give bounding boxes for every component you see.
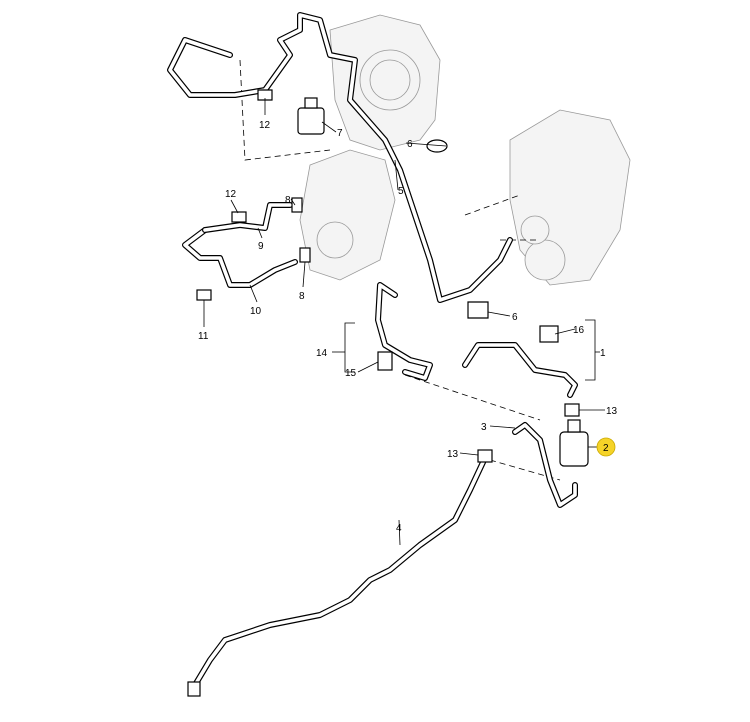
hose-3 (512, 422, 578, 508)
callout-6: 6 (407, 139, 413, 150)
callout-12: 12 (259, 120, 271, 131)
hose-14 (375, 282, 433, 381)
callout-13: 13 (447, 449, 459, 460)
callout-15: 15 (345, 368, 357, 379)
clamp-15 (377, 351, 393, 371)
throttle-body-ghost (329, 14, 441, 151)
callout-3: 3 (481, 422, 487, 433)
valve-2 (559, 419, 589, 467)
callout-10: 10 (250, 306, 262, 317)
callout-8: 8 (299, 291, 305, 302)
clamp-13a (564, 403, 580, 417)
hose-1 (462, 342, 578, 398)
connector-16 (539, 325, 559, 343)
callout-4: 4 (396, 523, 402, 534)
callout-2-highlight (596, 437, 616, 457)
callout-8: 8 (285, 195, 291, 206)
callout-12: 12 (225, 189, 237, 200)
line-4 (192, 455, 488, 688)
hose-upper-left (167, 12, 513, 303)
connector-8b (299, 247, 311, 263)
clamp-11 (196, 289, 212, 301)
callout-16: 16 (573, 325, 585, 336)
clamp-6b (467, 301, 489, 319)
callout-13: 13 (606, 406, 618, 417)
hose-left-9-10 (182, 202, 298, 288)
connector-4-end (187, 681, 201, 697)
callout-7: 7 (337, 128, 343, 139)
callout-6: 6 (512, 312, 518, 323)
turbo-right-ghost (509, 109, 631, 286)
turbo-left-ghost (299, 149, 396, 281)
clamp-12a (257, 89, 273, 101)
callout-1: 1 (600, 348, 606, 359)
callout-9: 9 (258, 241, 264, 252)
valve-7 (297, 97, 325, 135)
callout-2: 2 (603, 443, 609, 454)
clamp-12b (231, 211, 247, 223)
callout-11: 11 (198, 331, 209, 342)
clamp-6a (426, 139, 448, 153)
callout-14: 14 (316, 348, 328, 359)
connector-8a (291, 197, 303, 213)
clamp-13b (477, 449, 493, 463)
callout-5: 5 (398, 186, 404, 197)
